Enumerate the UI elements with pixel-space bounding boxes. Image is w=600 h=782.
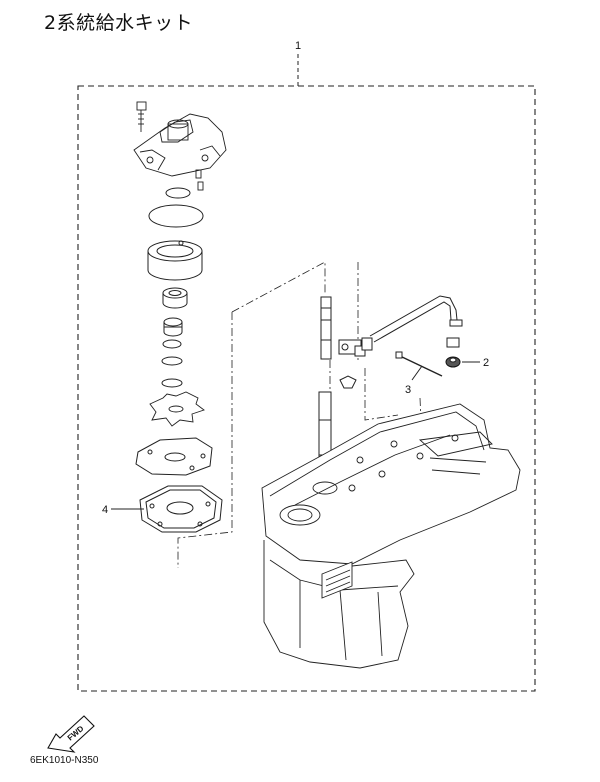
washer-1 — [162, 339, 182, 349]
callout-4: 4 — [102, 504, 144, 516]
water-pump-housing — [133, 101, 227, 191]
gasket — [139, 485, 223, 533]
washer-3 — [161, 378, 183, 388]
callout-3-label: 3 — [405, 384, 411, 396]
water-tube — [369, 295, 463, 343]
nipple-fitting — [445, 337, 461, 368]
drawing-code: 6EK1010-N350 — [30, 755, 99, 766]
callout-2-label: 2 — [483, 357, 489, 369]
sleeve — [163, 317, 183, 337]
tube-fitting — [338, 337, 373, 357]
lower-unit-case — [261, 403, 521, 669]
outer-plate — [135, 437, 213, 476]
callout-1-label: 1 — [295, 40, 301, 52]
callout-2: 2 — [462, 357, 489, 369]
impeller — [149, 391, 205, 427]
callout-3: 3 — [405, 365, 423, 396]
tube-clip — [339, 375, 357, 389]
callout-4-label: 4 — [102, 504, 108, 516]
cable-tie — [395, 351, 443, 377]
washer-2 — [161, 356, 183, 366]
oil-seal — [162, 287, 188, 309]
callout-1: 1 — [295, 40, 301, 86]
impeller-cup — [147, 240, 203, 281]
o-ring — [165, 187, 191, 199]
page-title: 2系統給水キット — [44, 12, 194, 34]
fwd-arrow-icon: FWD — [47, 715, 95, 753]
kit-boundary — [77, 85, 536, 692]
cartridge-plate — [148, 204, 204, 228]
